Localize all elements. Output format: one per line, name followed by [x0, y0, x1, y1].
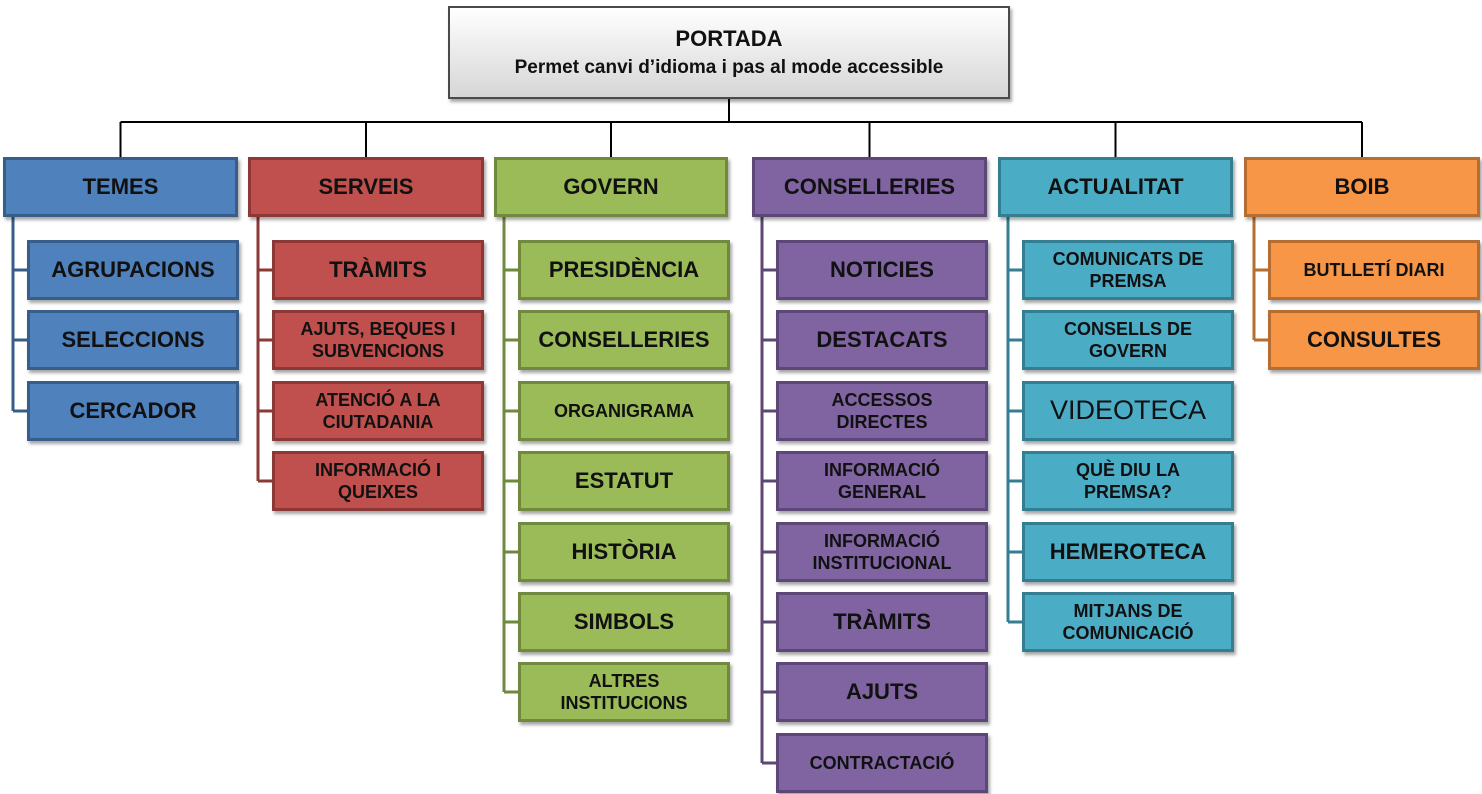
- node-actualitat-6: MITJANS DE COMUNICACIÓ: [1022, 592, 1234, 652]
- node-conselleries-5: INFORMACIÓ INSTITUCIONAL: [776, 522, 988, 582]
- node-boib-1: BUTLLETÍ DIARI: [1268, 240, 1480, 300]
- node-conselleries-7: AJUTS: [776, 662, 988, 722]
- node-serveis-4: INFORMACIÓ I QUEIXES: [272, 451, 484, 511]
- column-header-conselleries: CONSELLERIES: [752, 157, 987, 217]
- root-title: PORTADA: [675, 25, 783, 51]
- node-conselleries-6: TRÀMITS: [776, 592, 988, 652]
- column-header-temes: TEMES: [3, 157, 238, 217]
- node-govern-6: SIMBOLS: [518, 592, 730, 652]
- node-boib-2: CONSULTES: [1268, 310, 1480, 370]
- node-actualitat-1: COMUNICATS DE PREMSA: [1022, 240, 1234, 300]
- node-govern-2: CONSELLERIES: [518, 310, 730, 370]
- node-govern-5: HISTÒRIA: [518, 522, 730, 582]
- node-actualitat-4: QUÈ DIU LA PREMSA?: [1022, 451, 1234, 511]
- node-temes-1: AGRUPACIONS: [27, 240, 239, 300]
- root-subtitle: Permet canvi d’idioma i pas al mode acce…: [514, 57, 944, 79]
- node-actualitat-5: HEMEROTECA: [1022, 522, 1234, 582]
- column-header-actualitat: ACTUALITAT: [998, 157, 1233, 217]
- node-govern-3: ORGANIGRAMA: [518, 381, 730, 441]
- node-conselleries-4: INFORMACIÓ GENERAL: [776, 451, 988, 511]
- column-header-serveis: SERVEIS: [248, 157, 484, 217]
- node-govern-7: ALTRES INSTITUCIONS: [518, 662, 730, 722]
- node-govern-1: PRESIDÈNCIA: [518, 240, 730, 300]
- node-temes-2: SELECCIONS: [27, 310, 239, 370]
- node-govern-4: ESTATUT: [518, 451, 730, 511]
- root-node-portada: PORTADA Permet canvi d’idioma i pas al m…: [448, 6, 1010, 99]
- node-serveis-1: TRÀMITS: [272, 240, 484, 300]
- node-actualitat-3: VIDEOTECA: [1022, 381, 1234, 441]
- node-serveis-3: ATENCIÓ A LA CIUTADANIA: [272, 381, 484, 441]
- node-conselleries-2: DESTACATS: [776, 310, 988, 370]
- node-serveis-2: AJUTS, BEQUES I SUBVENCIONS: [272, 310, 484, 370]
- node-conselleries-8: CONTRACTACIÓ: [776, 733, 988, 793]
- node-conselleries-3: ACCESSOS DIRECTES: [776, 381, 988, 441]
- node-actualitat-2: CONSELLS DE GOVERN: [1022, 310, 1234, 370]
- column-header-govern: GOVERN: [494, 157, 728, 217]
- column-header-boib: BOIB: [1244, 157, 1480, 217]
- node-conselleries-1: NOTICIES: [776, 240, 988, 300]
- node-temes-3: CERCADOR: [27, 381, 239, 441]
